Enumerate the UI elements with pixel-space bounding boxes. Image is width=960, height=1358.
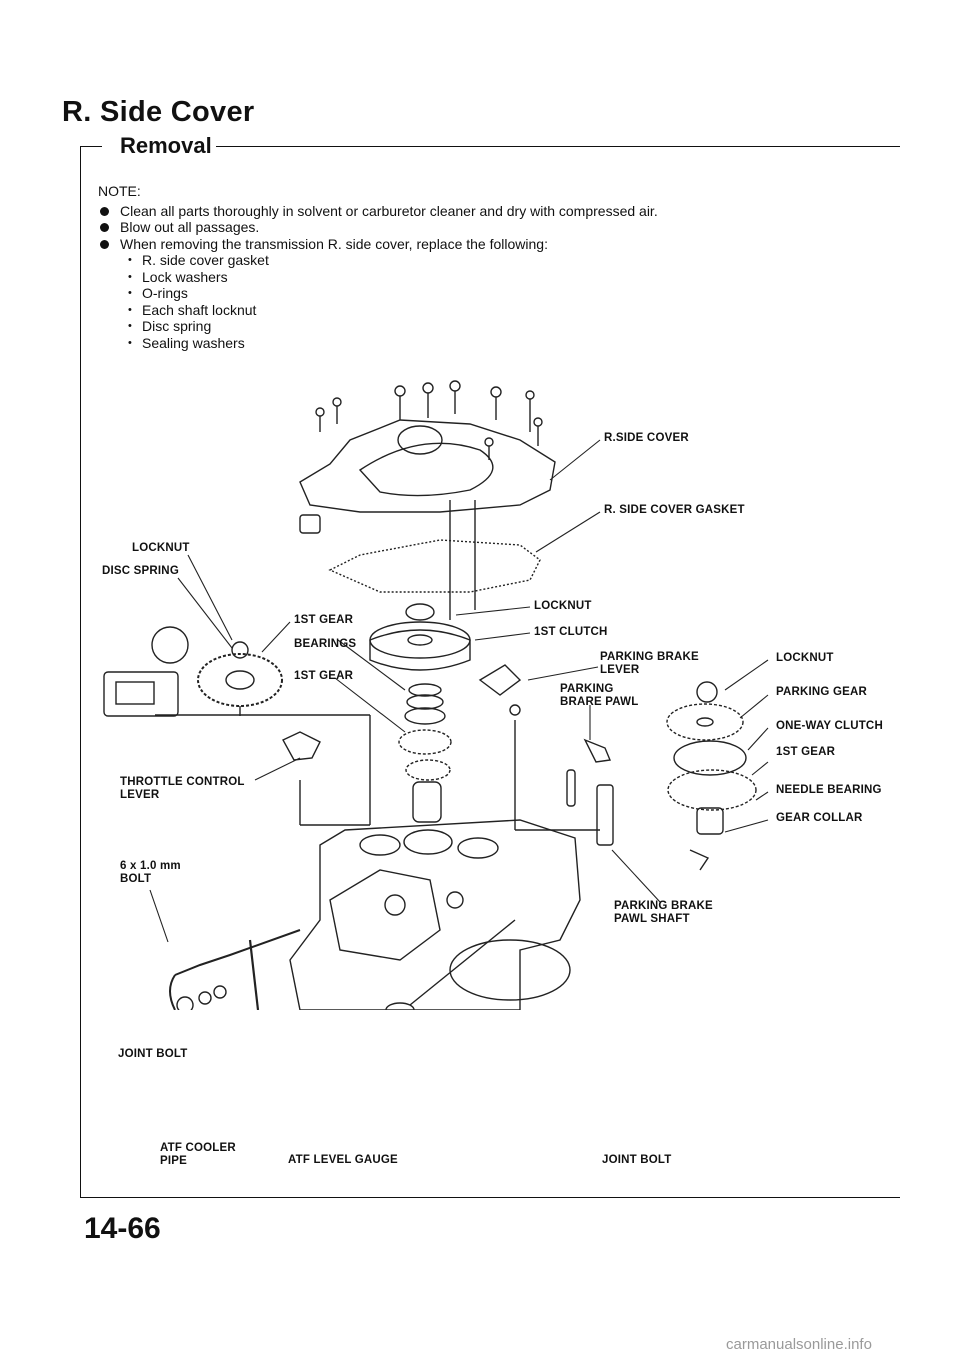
page-title: R. Side Cover <box>62 96 255 128</box>
label-first-gear-top: 1ST GEAR <box>294 614 354 626</box>
leader-lines <box>149 439 769 943</box>
left-gear-group <box>103 626 370 717</box>
transmission-case <box>289 819 581 1010</box>
label-r-side-cover: R.SIDE COVER <box>604 432 689 444</box>
label-r-side-cover-gasket: R. SIDE COVER GASKET <box>604 504 745 516</box>
label-gear-collar: GEAR COLLAR <box>776 812 863 824</box>
note-bullet: When removing the transmission R. side c… <box>98 236 858 253</box>
r-side-cover-shape <box>299 419 556 513</box>
label-joint-bolt-left: JOINT BOLT <box>118 1048 188 1060</box>
center-clutch-stack <box>299 603 471 826</box>
replace-item: R. side cover gasket <box>98 252 858 269</box>
label-disc-spring: DISC SPRING <box>102 565 179 577</box>
watermark: carmanualsonline.info <box>726 1336 872 1353</box>
note-bullet: Blow out all passages. <box>98 219 858 236</box>
label-locknut-left: LOCKNUT <box>132 542 190 554</box>
label-first-gear-mid: 1ST GEAR <box>294 670 354 682</box>
label-one-way-clutch: ONE-WAY CLUTCH <box>776 720 883 732</box>
replace-item: Each shaft locknut <box>98 302 858 319</box>
notes-block: NOTE: Clean all parts thoroughly in solv… <box>98 183 858 351</box>
label-locknut-center: LOCKNUT <box>534 600 592 612</box>
atf-cooler-pipe-shape <box>248 939 260 1010</box>
label-locknut-right: LOCKNUT <box>776 652 834 664</box>
replace-item: O-rings <box>98 285 858 302</box>
label-first-clutch: 1ST CLUTCH <box>534 626 608 638</box>
label-bearings: BEARINGS <box>294 638 357 650</box>
joint-bolt-left-shape <box>176 985 227 1010</box>
replace-item: Disc spring <box>98 318 858 335</box>
note-bullet: Clean all parts thoroughly in solvent or… <box>98 203 858 220</box>
label-first-gear-right: 1ST GEAR <box>776 746 836 758</box>
cover-bolts <box>315 380 543 460</box>
label-atf-level-gauge: ATF LEVEL GAUGE <box>288 1154 398 1166</box>
page-number: 14-66 <box>84 1212 161 1245</box>
throttle-lever-shape <box>282 731 321 761</box>
atf-level-gauge-shape <box>385 919 516 1010</box>
label-parking-gear: PARKING GEAR <box>776 686 867 698</box>
exploded-view-diagram <box>103 380 769 1010</box>
parking-brake-parts <box>478 664 614 846</box>
note-label: NOTE: <box>98 183 141 199</box>
label-needle-bearing: NEEDLE BEARING <box>776 784 882 796</box>
r-side-cover-gasket-shape <box>328 539 541 593</box>
section-title: Removal <box>120 133 212 158</box>
replace-item: Sealing washers <box>98 335 858 352</box>
label-joint-bolt-right: JOINT BOLT <box>602 1154 672 1166</box>
replace-item: Lock washers <box>98 269 858 286</box>
right-gear-stack <box>666 681 757 871</box>
